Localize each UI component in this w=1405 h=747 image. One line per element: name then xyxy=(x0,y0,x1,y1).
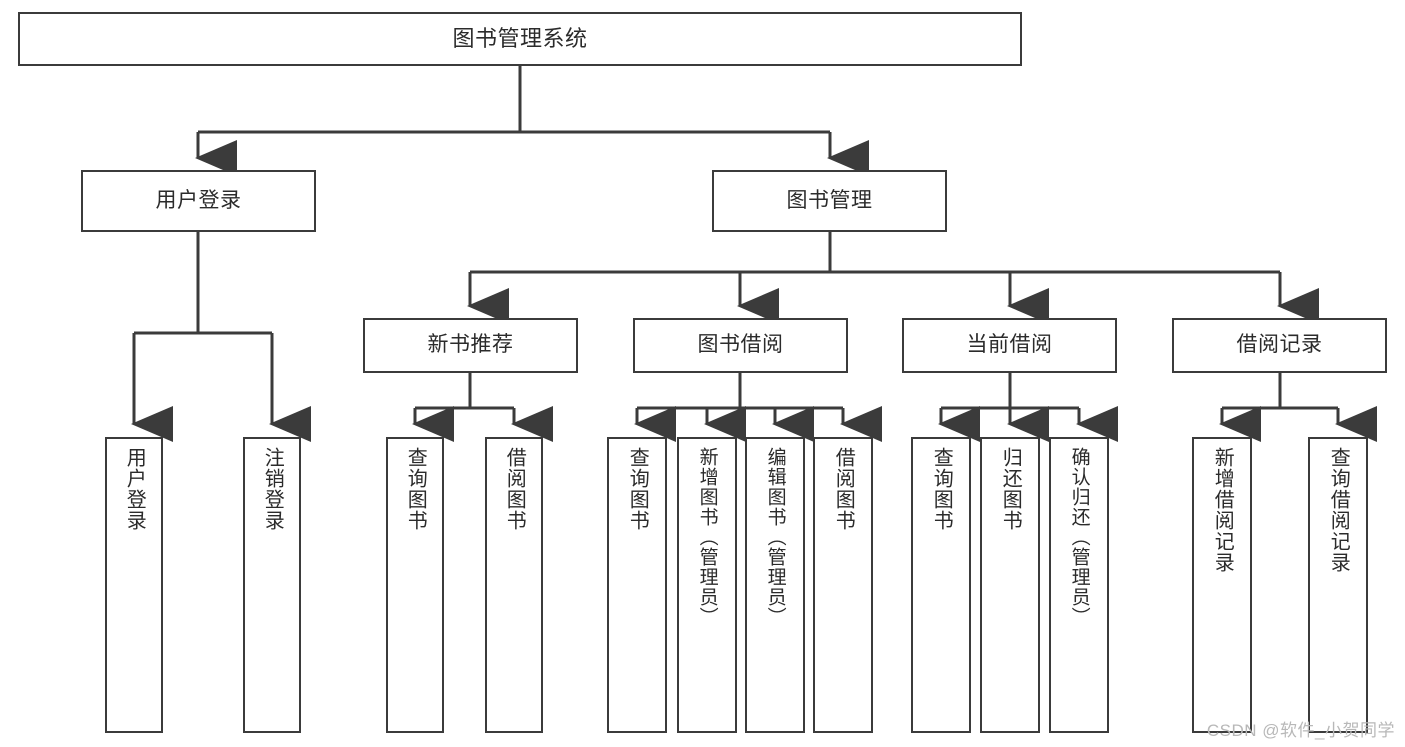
node-book-borrow[interactable]: 图书借阅 xyxy=(633,318,848,373)
leaf-confirm-return[interactable]: 确认归还（管理员） xyxy=(1049,437,1109,733)
node-label: 查询图书 xyxy=(626,447,649,531)
node-label: 新增借阅记录 xyxy=(1211,447,1234,573)
leaf-user-login[interactable]: 用户登录 xyxy=(105,437,163,733)
node-label: 用户登录 xyxy=(155,188,242,212)
leaf-query-borrow-record[interactable]: 查询借阅记录 xyxy=(1308,437,1368,733)
node-label: 借阅记录 xyxy=(1236,333,1323,357)
leaf-edit-book[interactable]: 编辑图书（管理员） xyxy=(745,437,805,733)
node-label: 当前借阅 xyxy=(966,333,1053,357)
node-label: 借阅图书 xyxy=(503,447,526,531)
leaf-user-logout[interactable]: 注销登录 xyxy=(243,437,301,733)
node-label: 编辑图书（管理员） xyxy=(764,447,786,627)
node-label: 新书推荐 xyxy=(427,333,514,357)
node-label: 确认归还（管理员） xyxy=(1068,447,1090,627)
node-label: 注销登录 xyxy=(261,447,284,531)
node-user-login[interactable]: 用户登录 xyxy=(81,170,316,232)
leaf-return-book[interactable]: 归还图书 xyxy=(980,437,1040,733)
leaf-query-book-borrow[interactable]: 查询图书 xyxy=(607,437,667,733)
leaf-query-book-current[interactable]: 查询图书 xyxy=(911,437,971,733)
node-label: 借阅图书 xyxy=(832,447,855,531)
node-label: 查询图书 xyxy=(404,447,427,531)
node-borrow-record[interactable]: 借阅记录 xyxy=(1172,318,1387,373)
leaf-add-book[interactable]: 新增图书（管理员） xyxy=(677,437,737,733)
watermark-text: CSDN @软件_小贺同学 xyxy=(1206,721,1395,740)
node-label: 图书借阅 xyxy=(697,333,784,357)
node-label: 新增图书（管理员） xyxy=(696,447,718,627)
node-label: 图书管理系统 xyxy=(452,26,588,52)
node-label: 查询借阅记录 xyxy=(1327,447,1350,573)
node-label: 查询图书 xyxy=(930,447,953,531)
node-new-book-recommend[interactable]: 新书推荐 xyxy=(363,318,578,373)
node-book-manage[interactable]: 图书管理 xyxy=(712,170,947,232)
node-label: 归还图书 xyxy=(999,447,1022,531)
node-current-borrow[interactable]: 当前借阅 xyxy=(902,318,1117,373)
node-root-system[interactable]: 图书管理系统 xyxy=(18,12,1022,66)
leaf-query-book-recommend[interactable]: 查询图书 xyxy=(386,437,444,733)
leaf-add-borrow-record[interactable]: 新增借阅记录 xyxy=(1192,437,1252,733)
leaf-borrow-book-borrow[interactable]: 借阅图书 xyxy=(813,437,873,733)
node-label: 图书管理 xyxy=(786,188,873,212)
node-label: 用户登录 xyxy=(123,447,146,531)
leaf-borrow-book-recommend[interactable]: 借阅图书 xyxy=(485,437,543,733)
